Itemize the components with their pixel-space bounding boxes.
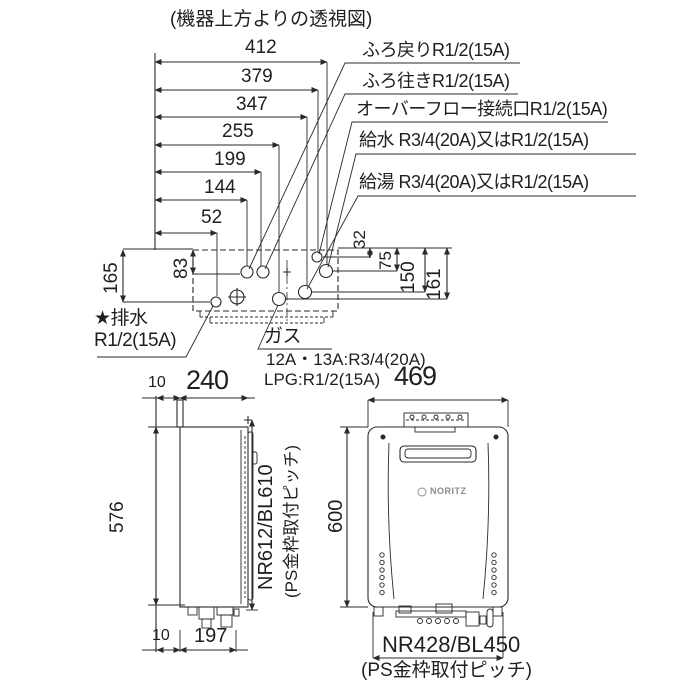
dim-83: 83	[171, 257, 192, 279]
side-pitch-note: (PS金枠取付ピッチ)	[282, 445, 301, 598]
dim-52: 52	[201, 207, 223, 228]
side-view-unit-outline	[179, 426, 249, 608]
side-pitch: NR612/BL610	[255, 464, 277, 590]
dim-144: 144	[204, 177, 236, 198]
mount-bracket-side	[176, 399, 184, 428]
side-depth: 240	[186, 365, 229, 395]
gas-port	[271, 291, 287, 307]
mount-bracket-front	[403, 412, 469, 433]
drain-port	[210, 296, 222, 308]
furo-yuki-port	[256, 265, 270, 279]
label-overflow: オーバーフロー接続口R1/2(15A)	[356, 99, 608, 119]
front-view-pipes	[373, 603, 503, 628]
side-depth-bottom: 197	[194, 625, 228, 647]
dim-32: 32	[350, 230, 369, 249]
kyuto-port	[297, 284, 313, 300]
label-kyusui: 給水 R3/4(20A)又はR1/2(15A)	[359, 130, 589, 150]
top-view-linework	[97, 53, 636, 358]
side-height: 576	[107, 501, 128, 533]
kyusui-port	[318, 263, 334, 279]
center-mark	[283, 268, 291, 276]
dim-379: 379	[241, 66, 273, 87]
side-gap-top: 10	[148, 374, 166, 391]
label-gas-city: 12A・13A:R3/4(20A)	[266, 350, 426, 369]
drawing-title: (機器上方よりの透視図)	[170, 9, 373, 30]
overflow-port	[311, 251, 323, 263]
front-width: 469	[394, 361, 437, 391]
dim-347: 347	[236, 94, 268, 115]
noritz-logo-icon	[417, 487, 427, 497]
dim-165: 165	[101, 262, 122, 294]
noritz-logo-text: NORITZ	[430, 486, 467, 496]
exhaust-vent	[399, 445, 477, 463]
label-furo-yuki: ふろ往きR1/2(15A)	[362, 71, 510, 91]
front-height: 600	[325, 499, 347, 533]
pipe-connections	[210, 251, 334, 308]
dim-412: 412	[245, 37, 277, 58]
dim-75: 75	[376, 251, 395, 270]
label-drain: ★排水	[94, 308, 148, 329]
dim-199: 199	[214, 149, 246, 170]
top-view-unit-outline	[192, 249, 339, 312]
front-view-linework	[340, 397, 509, 661]
screw-right	[493, 434, 499, 440]
dim-150: 150	[398, 261, 419, 293]
label-drain-size: R1/2(15A)	[94, 330, 177, 351]
louvre-holes	[379, 552, 497, 596]
front-pitch-note: (PS金枠取付ピッチ)	[361, 660, 533, 681]
dim-161: 161	[424, 268, 445, 300]
label-kyuto: 給湯 R3/4(20A)又はR1/2(15A)	[359, 172, 589, 192]
front-view-unit-outline	[367, 426, 509, 608]
front-pitch: NR428/BL450	[382, 632, 521, 657]
side-view-linework	[142, 395, 258, 653]
dim-255: 255	[222, 121, 254, 142]
side-gap-bottom: 10	[152, 627, 170, 644]
label-gas: ガス	[264, 326, 302, 347]
leader-lines	[97, 62, 636, 358]
furo-modori-port	[240, 265, 254, 279]
label-furo-modori: ふろ戻りR1/2(15A)	[362, 40, 510, 60]
label-gas-lpg: LPG:R1/2(15A)	[264, 370, 381, 389]
side-view-pipes	[187, 606, 240, 629]
screw-left	[380, 434, 386, 440]
